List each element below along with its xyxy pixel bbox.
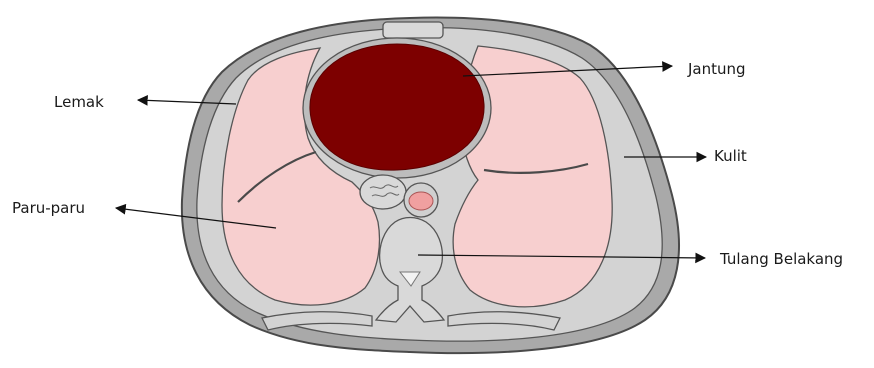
- label-jantung: Jantung: [687, 60, 746, 78]
- label-lemak: Lemak: [54, 93, 104, 111]
- aorta: [409, 192, 433, 210]
- sternum-bone: [383, 22, 443, 38]
- label-tulang-belakang: Tulang Belakang: [719, 250, 843, 268]
- heart: [310, 44, 484, 170]
- esophagus: [360, 175, 406, 209]
- label-paru-paru: Paru-paru: [12, 199, 85, 217]
- label-kulit: Kulit: [714, 147, 747, 165]
